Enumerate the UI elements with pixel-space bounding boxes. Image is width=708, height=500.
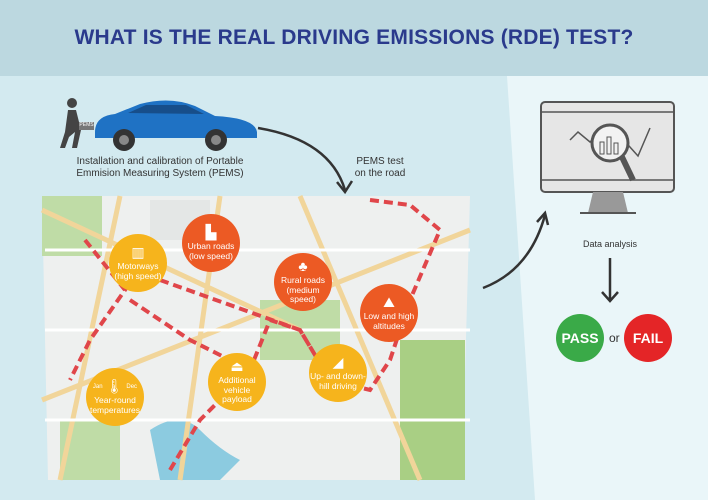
car-icon [95, 100, 257, 151]
analysis-caption: Data analysis [582, 239, 638, 249]
motorway-icon: ▥ [131, 244, 145, 260]
pin-label: Year-round temperatures [89, 395, 141, 415]
or-text: or [609, 331, 620, 345]
arrow-to-map [257, 126, 347, 191]
pin-rural-roads: ♣Rural roads (medium speed) [274, 253, 332, 311]
map [40, 195, 471, 481]
buildings-icon: ▙ [205, 224, 217, 240]
thermometer-icon: 🌡 [105, 378, 124, 394]
pin-payload: ⏏Additional vehicle payload [208, 353, 266, 411]
month-to: Dec [126, 383, 138, 390]
pems-box-label: PEMS [79, 122, 94, 128]
pin-altitudes: ⛰Low and high altitudes [360, 284, 418, 342]
pass-badge: PASS [556, 314, 604, 362]
mountain-icon: ⛰ [383, 294, 395, 310]
car-slope-icon: ◢ [332, 354, 344, 370]
pin-hills: ◢Up- and down-hill driving [309, 344, 367, 402]
monitor-icon [540, 101, 675, 214]
rural-road-icon: ♣ [298, 258, 308, 275]
pin-label: Urban roads (low speed) [187, 241, 235, 261]
arrow-to-result [601, 258, 619, 303]
road-test-caption: PEMS test on the road [354, 156, 406, 179]
page-title: WHAT IS THE REAL DRIVING EMISSIONS (RDE)… [74, 26, 634, 49]
person-icon [60, 98, 94, 148]
pin-label: Motorways (high speed) [114, 261, 162, 281]
header: WHAT IS THE REAL DRIVING EMISSIONS (RDE)… [0, 0, 708, 76]
weight-icon: ⏏ [230, 358, 244, 375]
pin-motorways: ▥Motorways (high speed) [109, 234, 167, 292]
pin-temperatures: Jan🌡Dec Year-round temperatures [86, 368, 144, 426]
installation-caption: Installation and calibration of Portable… [76, 156, 244, 179]
arrow-to-analysis [482, 214, 547, 290]
month-from: Jan [92, 383, 103, 390]
fail-badge: FAIL [624, 314, 672, 362]
pin-urban-roads: ▙Urban roads (low speed) [182, 214, 240, 272]
pin-label: Additional vehicle payload [218, 375, 256, 405]
pin-label: Up- and down-hill driving [310, 371, 366, 391]
pin-label: Rural roads (medium speed) [281, 275, 325, 305]
pin-label: Low and high altitudes [363, 311, 415, 331]
route-line [68, 198, 443, 472]
